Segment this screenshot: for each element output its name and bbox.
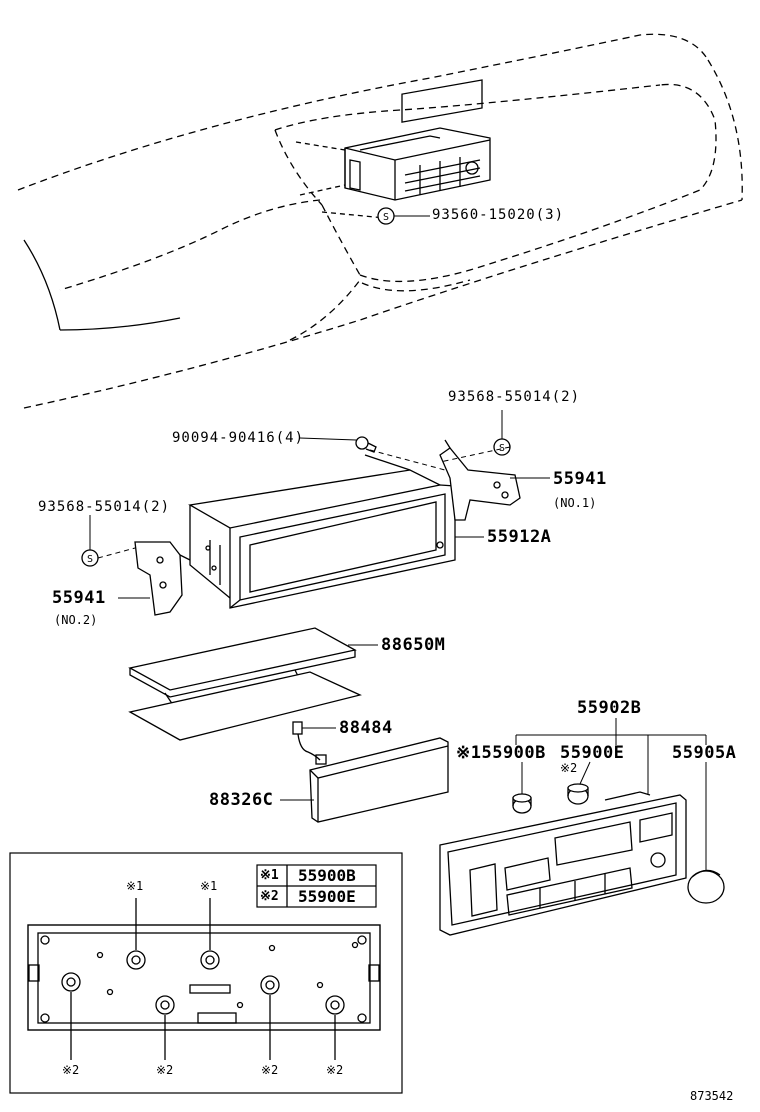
cover-88326c — [309, 737, 449, 823]
label-bolt-top: 93568-55014(2) — [448, 389, 581, 405]
label-bracket-no2: 55941 — [52, 588, 106, 608]
knob-55900b — [512, 793, 532, 814]
inset-top-mark: ※1 — [200, 879, 218, 893]
inset-bottom-mark: ※2 — [156, 1063, 174, 1077]
dashboard-outline — [17, 33, 743, 409]
s-marker-letter: S — [383, 212, 389, 223]
inset-bottom-mark: ※2 — [62, 1063, 80, 1077]
inset-legend-mark-1: ※1 — [260, 868, 279, 883]
heater-control-panel — [439, 791, 687, 936]
label-pocket: 88650M — [381, 635, 446, 655]
knob-55900e — [567, 783, 589, 805]
inset-legend-mark-2: ※2 — [260, 889, 279, 904]
radio-head-unit — [344, 79, 491, 201]
label-box: 55912A — [487, 527, 552, 547]
bracket-no2 — [134, 541, 191, 616]
figure-id: 873542 — [690, 1089, 734, 1103]
label-control-panel: 55902B — [577, 698, 642, 718]
inset-knob-sockets — [61, 950, 345, 1015]
label-radio-screw: 93560-15020(3) — [432, 207, 565, 223]
label-knob-a: 55905A — [672, 743, 737, 763]
knob-55905a — [687, 869, 725, 904]
inset-top-mark: ※1 — [126, 879, 144, 893]
inset-bottom-mark: ※2 — [326, 1063, 344, 1077]
label-bulb: 88484 — [339, 718, 393, 738]
s-marker-letter: S — [87, 554, 93, 565]
bracket-no1 — [439, 439, 521, 521]
s-marker-letter: S — [499, 443, 505, 454]
label-bracket-no2-sub: (NO.2) — [54, 613, 98, 627]
inset-rear-view — [9, 852, 403, 1094]
inset-bottom-mark: ※2 — [261, 1063, 279, 1077]
label-knob-e: 55900E — [560, 743, 625, 763]
radio-box-55912a — [188, 454, 456, 609]
label-screw: 90094-90416(4) — [172, 430, 305, 446]
inset-legend-part-1: 55900B — [298, 866, 356, 885]
pocket-88650m — [128, 627, 362, 741]
label-bolt-left: 93568-55014(2) — [38, 499, 171, 515]
leader-lines — [89, 215, 707, 870]
label-knob-b: ※155900B — [456, 743, 546, 763]
label-cover: 88326C — [209, 790, 274, 810]
screw-90094 — [355, 436, 377, 453]
label-knob-e-mark: ※2 — [560, 761, 578, 775]
label-bracket-no1: 55941 — [553, 469, 607, 489]
label-bracket-no1-sub: (NO.1) — [553, 496, 597, 510]
inset-legend-part-2: 55900E — [298, 887, 356, 906]
